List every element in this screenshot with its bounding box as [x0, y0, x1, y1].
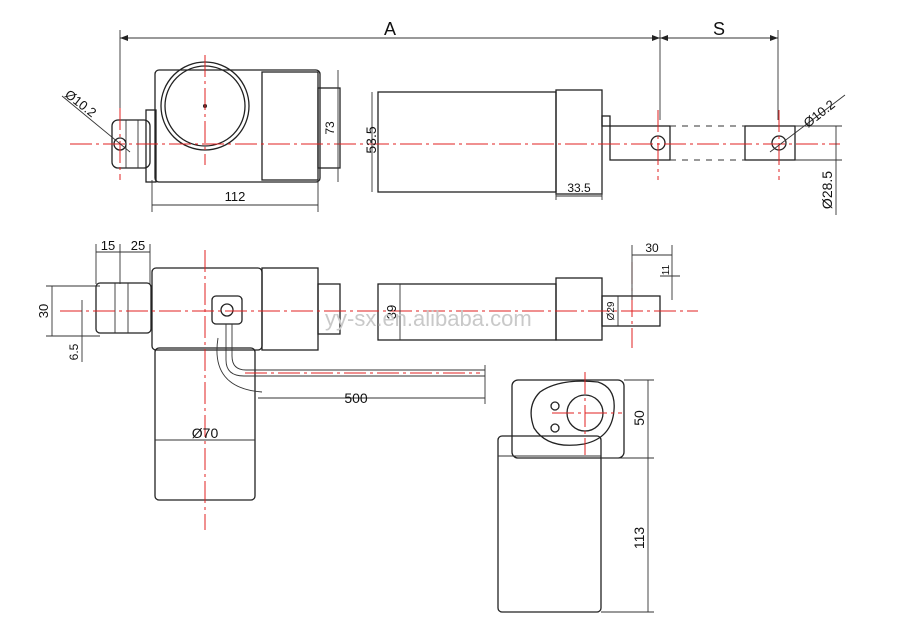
end-screw [550, 401, 560, 411]
rod-end [744, 125, 796, 161]
side-housing [151, 267, 263, 351]
gearbox-block [261, 71, 319, 181]
cable-outer [216, 337, 263, 393]
leader-right [769, 94, 846, 153]
dim-6-5-label: 6.5 [67, 343, 81, 360]
end-gearbox [511, 379, 625, 459]
dim-28-5-label: Ø28.5 [819, 171, 835, 209]
hole-dia-left-label: Ø10.2 [62, 87, 99, 121]
dim-113-label: 113 [631, 527, 647, 550]
dim-a-label: A [384, 19, 396, 39]
dim-30-top-label: 30 [645, 241, 659, 255]
collar-nub [601, 115, 611, 127]
inner-rod [609, 125, 671, 161]
dim-53-5-label: 53.5 [363, 126, 379, 153]
dim-112-label: 112 [225, 189, 246, 204]
end-cap [145, 109, 157, 183]
side-flange [317, 283, 341, 335]
cable-connector [211, 295, 243, 325]
dim-29-label: Ø29 [606, 301, 617, 320]
dim-25-label: 25 [131, 238, 145, 253]
dim-11-label: 11 [661, 264, 672, 275]
cable [231, 324, 485, 371]
leader-left [61, 95, 131, 153]
end-motor-can [497, 435, 602, 613]
hole-dia-right-label: Ø10.2 [801, 97, 838, 131]
end-screw [550, 423, 560, 433]
side-clevis [95, 282, 152, 334]
top-view: A S 112 [61, 19, 846, 215]
dim-s-label: S [713, 19, 725, 39]
end-flange [530, 380, 615, 446]
tube-collar [555, 89, 603, 195]
watermark: yy-sx.en.alibaba.com [325, 306, 532, 331]
dim-33-5-label: 33.5 [567, 181, 591, 195]
cable [225, 324, 485, 377]
dim-500-label: 500 [344, 390, 368, 406]
dim-30-label: 30 [36, 304, 51, 318]
side-gearbox [261, 267, 319, 351]
motor-housing [154, 69, 321, 183]
connector-hole [220, 303, 234, 317]
outer-tube [377, 91, 557, 193]
dim-39-label: 39 [384, 305, 399, 319]
dim-73-label: 73 [323, 121, 337, 135]
gearbox-flange [317, 87, 341, 169]
end-view: 50 113 [497, 372, 654, 613]
side-view: 15 25 30 6.5 30 11 39 Ø29 500 Ø70 [36, 238, 698, 530]
dim-70-label: Ø70 [192, 425, 219, 441]
dim-50-label: 50 [631, 410, 647, 426]
side-collar [555, 277, 603, 341]
dim-15-label: 15 [101, 238, 115, 253]
